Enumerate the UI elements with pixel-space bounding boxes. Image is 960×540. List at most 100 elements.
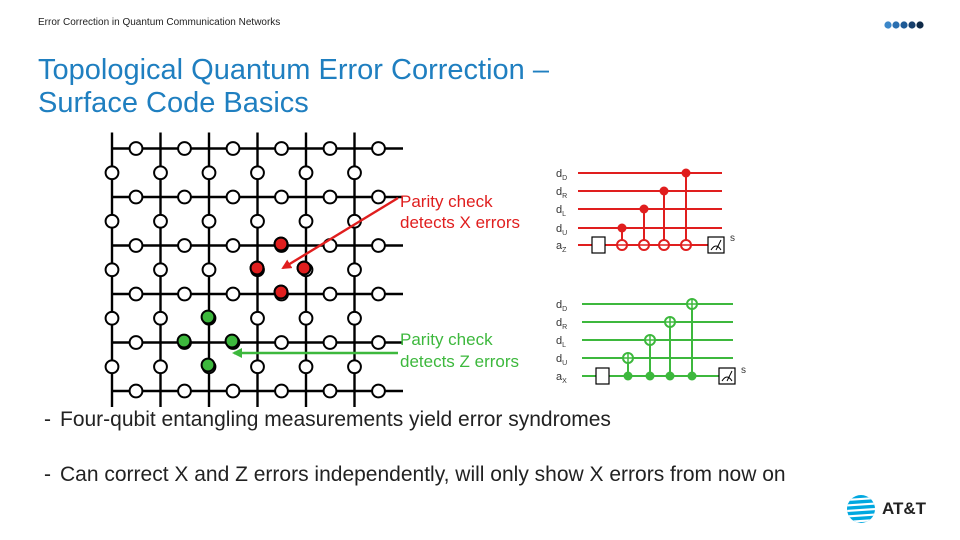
- qubit-dot: [371, 141, 386, 156]
- qubit-dot: [177, 189, 192, 205]
- qubit-dot: [250, 359, 265, 375]
- qubit-dot: [322, 286, 338, 302]
- qubit-dot: [128, 286, 144, 302]
- x-check-label-line-2: detects X errors: [400, 213, 520, 232]
- cnot-control: [659, 186, 669, 196]
- att-logo-text: AT&T: [882, 499, 927, 518]
- measurement-icon: [707, 236, 725, 254]
- qubit-dot: [177, 383, 192, 399]
- x-check-arrow: [281, 196, 399, 270]
- att-globe-icon: [847, 495, 875, 523]
- qubit-dot: [274, 189, 289, 205]
- qubit-dot: [201, 262, 217, 278]
- qubit-dot: [104, 213, 120, 229]
- cnot-control: [645, 371, 655, 381]
- qubit-dot: [177, 238, 192, 253]
- syndrome-output-label: s: [730, 233, 735, 244]
- wire-label: dU: [556, 223, 567, 237]
- qubit-dot: [298, 213, 314, 229]
- qubit-dot: [298, 359, 314, 375]
- cnot-control: [687, 371, 697, 381]
- qubit-dot: [104, 359, 120, 375]
- z-error-qubit: [200, 357, 216, 373]
- z-check-label-line-2: detects Z errors: [400, 352, 519, 371]
- bullet-text-1: Four-qubit entangling measurements yield…: [60, 408, 611, 431]
- qubit-dot: [225, 383, 241, 399]
- qubit-dot: [322, 383, 338, 399]
- qubit-dot: [177, 141, 192, 156]
- qubit-dot: [371, 335, 386, 350]
- qubit-dot: [371, 286, 386, 302]
- ancilla-init-box: [591, 236, 606, 254]
- x-error-qubit: [249, 260, 265, 276]
- bullet-text-2: Can correct X and Z errors independently…: [60, 463, 786, 486]
- x-error-qubit: [273, 236, 289, 252]
- qubit-dot: [177, 286, 192, 302]
- qubit-dot: [347, 359, 362, 375]
- cnot-control: [623, 371, 633, 381]
- wire-label: dU: [556, 353, 567, 367]
- qubit-dot: [250, 165, 265, 181]
- qubit-dot: [225, 189, 241, 205]
- qubit-dot: [225, 238, 241, 253]
- surface-code-lattice: [104, 132, 403, 407]
- qubit-dot: [371, 238, 386, 253]
- qubit-dot: [128, 238, 144, 253]
- qubit-dot: [371, 189, 386, 205]
- qubit-dot: [322, 189, 338, 205]
- qubit-dot: [274, 383, 289, 399]
- qubit-dot: [153, 359, 168, 375]
- title-line-2: Surface Code Basics: [38, 87, 309, 119]
- bullet-item-2: -Can correct X and Z errors independentl…: [44, 463, 786, 486]
- bullet-item-1: -Four-qubit entangling measurements yiel…: [44, 408, 611, 431]
- qubit-dot: [322, 335, 338, 350]
- qubit-dot: [128, 189, 144, 205]
- qubit-dot: [347, 262, 362, 278]
- qubit-dot: [128, 383, 144, 399]
- qubit-dot: [153, 165, 168, 181]
- qubit-dot: [298, 165, 314, 181]
- wire-label: dR: [556, 317, 567, 331]
- qubit-dot: [153, 213, 168, 229]
- qubit-dot: [371, 383, 386, 399]
- qubit-dot: [153, 262, 168, 278]
- qubit-dot: [128, 335, 144, 350]
- qubit-dot: [225, 141, 241, 156]
- wire-label: dR: [556, 186, 567, 200]
- wire-label: dD: [556, 299, 567, 313]
- wire-label: aZ: [556, 240, 567, 254]
- x-error-qubit: [273, 284, 289, 300]
- qubit-dot: [153, 310, 168, 326]
- qubit-dot: [347, 310, 362, 326]
- page-title: Topological Quantum Error Correction – S…: [38, 54, 738, 120]
- header-text: Error Correction in Quantum Communicatio…: [38, 17, 281, 28]
- qubit-dot: [250, 310, 265, 326]
- z-error-qubit: [176, 333, 192, 349]
- qubit-dot: [104, 165, 120, 181]
- qubit-dot: [128, 141, 144, 156]
- att-logo: AT&T: [846, 494, 926, 524]
- qubit-dot: [225, 286, 241, 302]
- syndrome-output-label: s: [741, 365, 746, 376]
- qubit-dot: [104, 310, 120, 326]
- z-error-qubit: [224, 333, 240, 349]
- cnot-control: [639, 204, 649, 214]
- qubit-dot: [274, 141, 289, 156]
- brand-dots-icon: [884, 21, 924, 29]
- qubit-dot: [274, 335, 289, 350]
- title-line-1: Topological Quantum Error Correction –: [38, 54, 549, 86]
- x-error-qubit: [296, 260, 312, 276]
- ancilla-init-box: [595, 367, 610, 385]
- qubit-dot: [201, 165, 217, 181]
- cnot-control: [681, 168, 691, 178]
- cnot-control: [617, 223, 627, 233]
- qubit-dot: [104, 262, 120, 278]
- qubit-dot: [322, 141, 338, 156]
- cnot-control: [665, 371, 675, 381]
- z-check-label-line-1: Parity check: [400, 330, 493, 349]
- qubit-dot: [201, 213, 217, 229]
- wire-label: aX: [556, 371, 567, 385]
- qubit-dot: [347, 165, 362, 181]
